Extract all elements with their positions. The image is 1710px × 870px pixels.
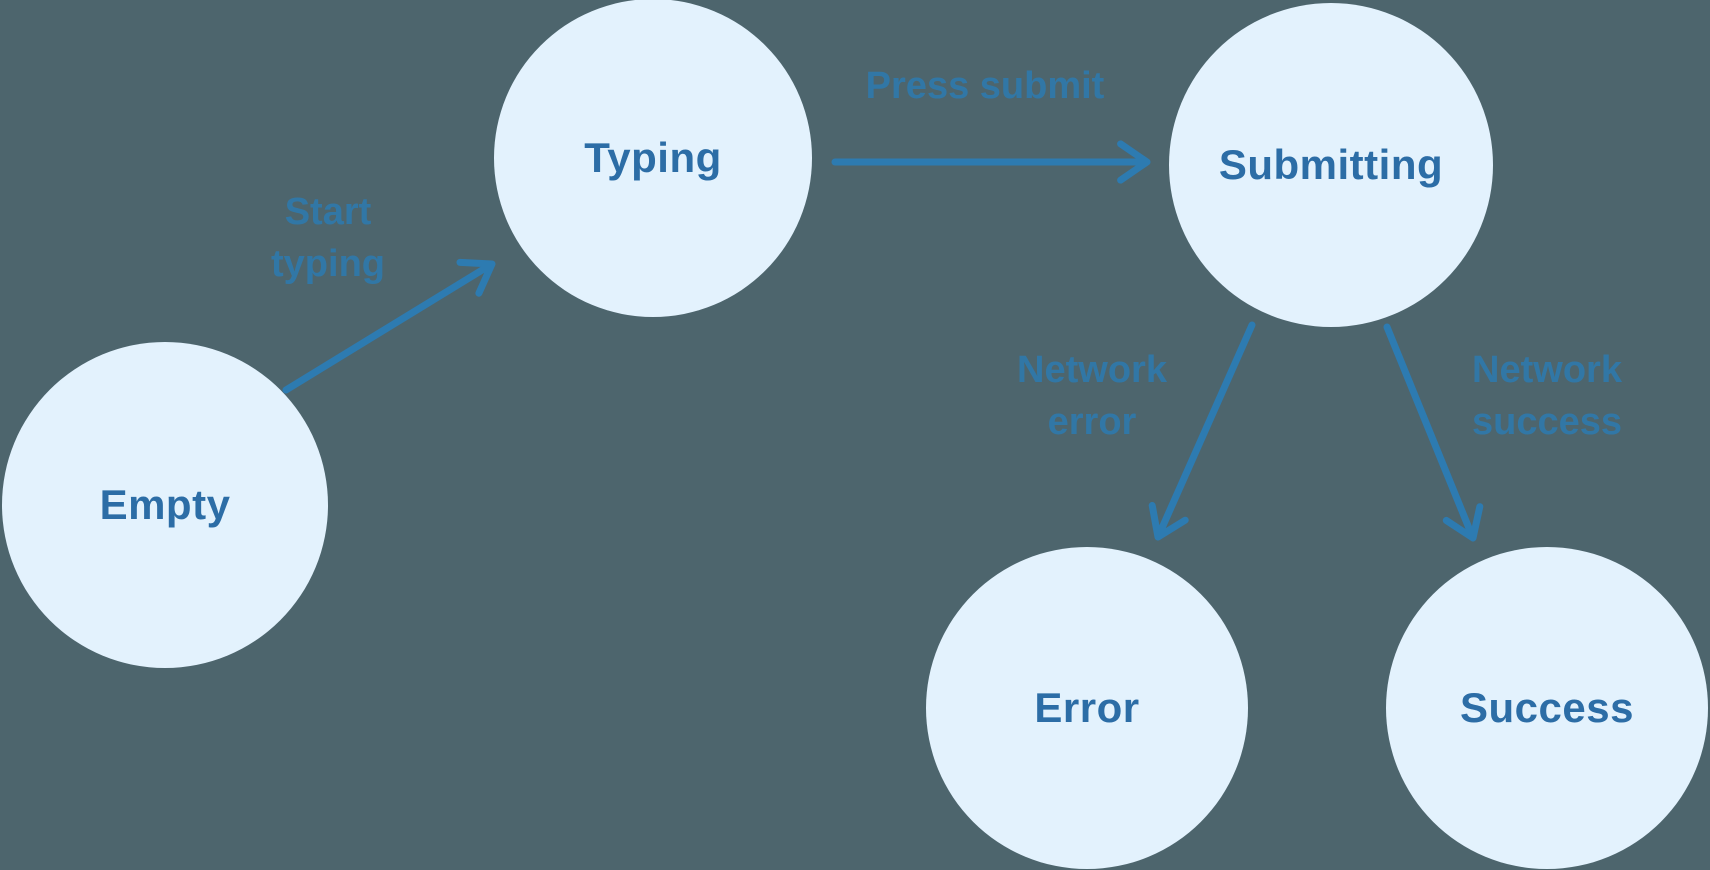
state-node-submitting: Submitting [1169,3,1493,327]
transition-arrow-press-submit [831,140,1151,184]
edge-label-line: Network [1472,349,1622,391]
state-node-error: Error [926,547,1248,869]
edge-label-line: Network [1017,349,1167,391]
state-label-success: Success [1460,684,1634,731]
edge-label-start-typing: Start typing [271,186,385,290]
state-node-typing: Typing [494,0,812,317]
state-node-success: Success [1386,547,1708,869]
edge-label-line: Press submit [865,65,1105,107]
edge-label-network-success: Network success [1472,344,1622,448]
edge-label-line: error [1047,401,1137,443]
state-node-empty: Empty [2,342,328,668]
edge-label-line: typing [271,243,385,285]
transition-arrow-network-error [1148,321,1256,541]
state-label-error: Error [1034,684,1140,731]
state-label-typing: Typing [584,134,722,181]
state-label-submitting: Submitting [1218,141,1444,188]
edge-label-line: Start [284,191,372,233]
edge-label-line: success [1471,401,1623,443]
transition-arrow-network-success [1383,323,1484,542]
state-label-empty: Empty [99,481,231,528]
edge-label-press-submit: Press submit [866,60,1105,112]
edge-label-network-error: Network error [1017,344,1167,448]
